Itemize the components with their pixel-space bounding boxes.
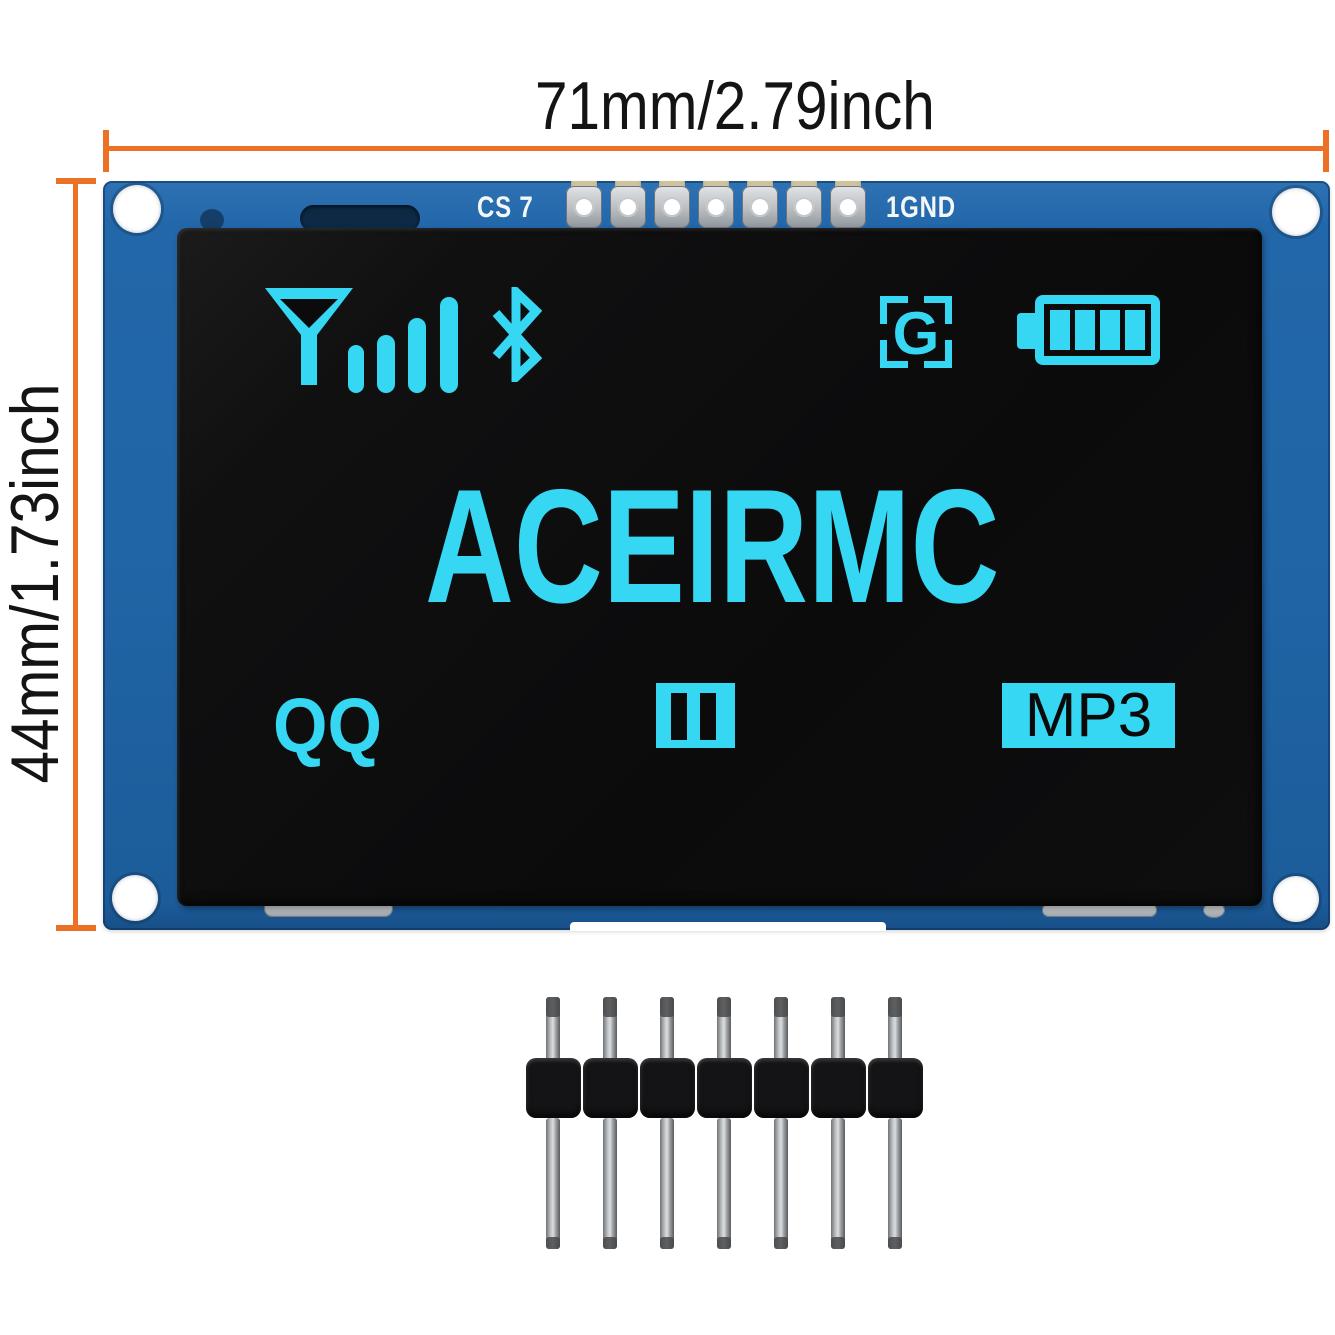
connector-slot	[300, 205, 420, 232]
header-pin-bottom-tip	[831, 1237, 845, 1249]
mounting-hole-top-left	[113, 185, 161, 233]
header-pin-top-tip	[717, 997, 731, 1017]
battery-cell	[1100, 310, 1120, 350]
header-pin-bottom-tip	[546, 1237, 560, 1249]
g-frame-corner	[924, 340, 952, 368]
antenna-icon	[265, 288, 353, 385]
width-dimension-cap-right	[1323, 130, 1329, 172]
mp3-badge: MP3	[1002, 683, 1175, 748]
pad-hole	[750, 197, 770, 217]
flex-strip-right	[1042, 903, 1157, 917]
header-pin-top	[603, 997, 617, 1063]
width-dimension-cap-left	[103, 130, 109, 172]
header-pin-top-tip	[603, 997, 617, 1017]
header-pin-top-tip	[774, 997, 788, 1017]
brand-text: ACEIRMC	[425, 456, 1000, 637]
header-pin-top	[831, 997, 845, 1063]
header-pin-bottom-tip	[660, 1237, 674, 1249]
header-pin-top-tip	[660, 997, 674, 1017]
header-pin-bottom-tip	[774, 1237, 788, 1249]
pad-hole	[794, 197, 814, 217]
qq-label: QQ	[273, 683, 383, 769]
header-pin-top	[717, 997, 731, 1063]
pause-icon	[656, 683, 735, 748]
height-dimension-line	[73, 181, 78, 928]
via-hole	[200, 209, 224, 231]
battery-cell	[1125, 310, 1145, 350]
pad-hole	[706, 197, 726, 217]
g-frame-letter: G	[892, 300, 940, 367]
signal-bar-1	[348, 345, 364, 393]
header-pin-top-tip	[546, 997, 560, 1017]
battery-cell	[1075, 310, 1095, 350]
header-pin-bottom-tip	[603, 1237, 617, 1249]
header-plastic-block	[583, 1058, 638, 1118]
oled-screen: G ACEIRMC QQ MP3	[177, 228, 1262, 906]
flex-dot	[1203, 902, 1225, 918]
signal-bar-3	[408, 318, 426, 393]
header-pin-top	[888, 997, 902, 1063]
pad-hole	[618, 197, 638, 217]
header-pin-bottom	[774, 1118, 788, 1249]
header-plastic-block	[640, 1058, 695, 1118]
header-pin-bottom	[660, 1118, 674, 1249]
header-plastic-block	[697, 1058, 752, 1118]
header-pin-top-tip	[888, 997, 902, 1017]
header-plastic-block	[811, 1058, 866, 1118]
width-dimension-text: 71mm/2.79inch	[535, 68, 935, 144]
header-pin-bottom	[831, 1118, 845, 1249]
pcb-board: CS 7 1GND	[103, 181, 1330, 931]
board-edge-notch	[570, 922, 886, 931]
g-frame-corner	[880, 340, 908, 368]
mounting-hole-bottom-right	[1273, 876, 1319, 922]
width-dimension-line	[105, 146, 1327, 151]
pad-hole	[574, 197, 594, 217]
battery-icon	[1035, 295, 1160, 365]
header-pin-bottom	[717, 1118, 731, 1249]
height-dimension-label: 44mm/1.73inch	[0, 319, 73, 784]
height-dimension-text: 44mm/1.73inch	[0, 383, 73, 784]
header-plastic-block	[526, 1058, 581, 1118]
pause-slot	[700, 693, 716, 740]
header-pin-bottom-tip	[717, 1237, 731, 1249]
header-pin-bottom	[888, 1118, 902, 1249]
header-pin-top-tip	[831, 997, 845, 1017]
header-pin-top	[774, 997, 788, 1063]
pad-hole	[662, 197, 682, 217]
header-pin-bottom-tip	[888, 1237, 902, 1249]
header-plastic-block	[754, 1058, 809, 1118]
pause-slot	[671, 693, 687, 740]
header-plastic-block	[868, 1058, 923, 1118]
mp3-label: MP3	[1024, 680, 1153, 750]
header-pin-top	[546, 997, 560, 1063]
header-pin-bottom	[546, 1118, 560, 1249]
signal-bar-2	[377, 335, 395, 393]
battery-cell	[1050, 310, 1070, 350]
signal-bar-4	[440, 297, 458, 393]
battery-terminal	[1017, 313, 1037, 349]
g-frame-icon: G	[880, 296, 952, 368]
silkscreen-label-cs: CS 7	[477, 191, 534, 224]
g-frame-corner	[880, 296, 908, 324]
height-dimension-cap-top	[56, 178, 96, 184]
pad-hole	[838, 197, 858, 217]
height-dimension-cap-bottom	[56, 925, 96, 931]
mounting-hole-top-right	[1272, 188, 1320, 236]
header-pin-top	[660, 997, 674, 1063]
width-dimension-label: 71mm/2.79inch	[535, 72, 1000, 140]
silkscreen-label-gnd: 1GND	[886, 191, 956, 224]
bluetooth-icon	[492, 287, 543, 382]
mounting-hole-bottom-left	[112, 875, 158, 921]
g-frame-corner	[924, 296, 952, 324]
header-pin-bottom	[603, 1118, 617, 1249]
